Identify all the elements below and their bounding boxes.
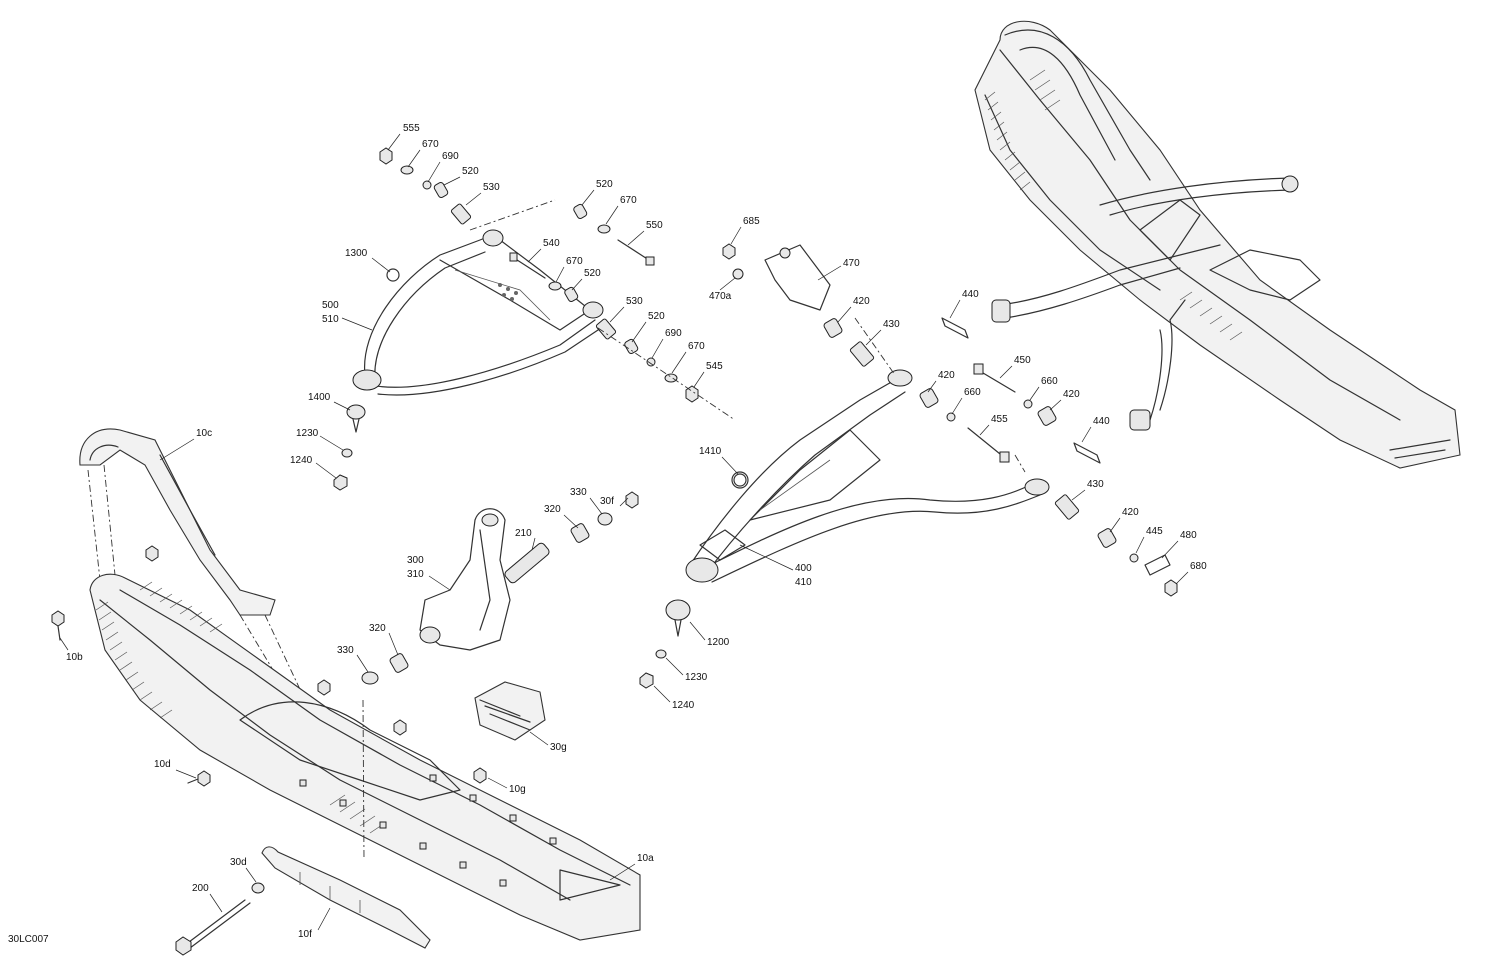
callout-455: 455 <box>991 414 1008 425</box>
callout-1300: 1300 <box>345 248 368 259</box>
callout-1230-b: 1230 <box>685 672 708 683</box>
assembled-ski-right <box>974 20 1461 469</box>
callout-10c: 10c <box>196 428 212 439</box>
callout-300: 300 <box>407 555 424 566</box>
callout-680: 680 <box>1190 561 1207 572</box>
callout-520: 520 <box>462 166 479 177</box>
callout-520-d: 520 <box>648 311 665 322</box>
callout-420-c: 420 <box>1063 389 1080 400</box>
callout-450: 450 <box>1014 355 1031 366</box>
callout-480: 480 <box>1180 530 1197 541</box>
callout-320: 320 <box>544 504 561 515</box>
callout-440: 440 <box>962 289 979 300</box>
callout-670: 670 <box>422 139 439 150</box>
callout-500: 500 <box>322 300 339 311</box>
callout-1240: 1240 <box>290 455 313 466</box>
callout-330-b: 330 <box>337 645 354 656</box>
callout-690: 690 <box>442 151 459 162</box>
callout-410: 410 <box>795 577 812 588</box>
callout-200: 200 <box>192 883 209 894</box>
callout-540: 540 <box>543 238 560 249</box>
upper-a-arm <box>333 229 604 491</box>
callout-530-b: 530 <box>626 296 643 307</box>
callout-210: 210 <box>515 528 532 539</box>
callout-420: 420 <box>853 296 870 307</box>
callout-10f: 10f <box>298 929 312 940</box>
callout-330: 330 <box>570 487 587 498</box>
callout-530: 530 <box>483 182 500 193</box>
callout-labels: 555 670 690 520 530 520 670 550 1300 540… <box>59 123 1207 940</box>
callout-1230: 1230 <box>296 428 319 439</box>
callout-1200: 1200 <box>707 637 730 648</box>
callout-10g: 10g <box>509 784 526 795</box>
spindle <box>361 491 639 685</box>
callout-670-b: 670 <box>620 195 637 206</box>
callout-320-b: 320 <box>369 623 386 634</box>
callout-545: 545 <box>706 361 723 372</box>
callout-1410: 1410 <box>699 446 722 457</box>
callout-470a: 470a <box>709 291 732 302</box>
exploded-ski-left <box>51 428 641 956</box>
callout-10a: 10a <box>637 853 654 864</box>
callout-470: 470 <box>843 258 860 269</box>
callout-445: 445 <box>1146 526 1163 537</box>
callout-550: 550 <box>646 220 663 231</box>
callout-30d: 30d <box>230 857 247 868</box>
lower-arm-hardware <box>722 243 1178 597</box>
callout-670-c: 670 <box>566 256 583 267</box>
callout-400: 400 <box>795 563 812 574</box>
callout-510: 510 <box>322 314 339 325</box>
callout-440-b: 440 <box>1093 416 1110 427</box>
callout-10b: 10b <box>66 652 83 663</box>
upper-arm-hardware <box>379 147 736 421</box>
callout-520-b: 520 <box>596 179 613 190</box>
callout-555: 555 <box>403 123 420 134</box>
callout-670-d: 670 <box>688 341 705 352</box>
reference-code: 30LC007 <box>8 934 49 945</box>
callout-1400: 1400 <box>308 392 331 403</box>
callout-660-b: 660 <box>1041 376 1058 387</box>
callout-685: 685 <box>743 216 760 227</box>
lower-a-arm <box>639 369 1050 689</box>
callout-520-c: 520 <box>584 268 601 279</box>
callout-10d: 10d <box>154 759 171 770</box>
callout-30f: 30f <box>600 496 614 507</box>
callout-660: 660 <box>964 387 981 398</box>
callout-430: 430 <box>883 319 900 330</box>
callout-690-b: 690 <box>665 328 682 339</box>
callout-420-b: 420 <box>938 370 955 381</box>
callout-430-b: 430 <box>1087 479 1104 490</box>
callout-30g: 30g <box>550 742 567 753</box>
callout-420-d: 420 <box>1122 507 1139 518</box>
callout-310: 310 <box>407 569 424 580</box>
callout-1240-b: 1240 <box>672 700 695 711</box>
